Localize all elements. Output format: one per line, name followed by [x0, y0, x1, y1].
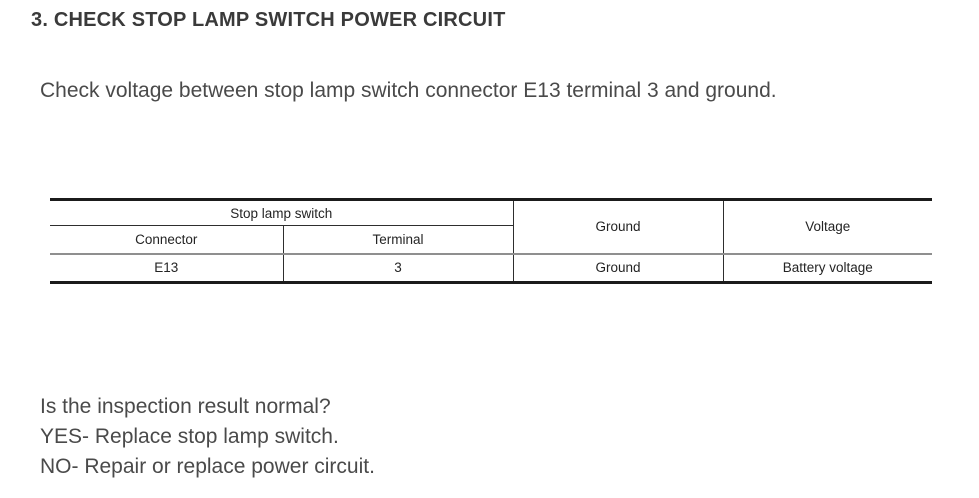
column-header-ground: Ground — [513, 199, 724, 254]
table-header-row-1: Stop lamp switch Ground Voltage — [50, 199, 932, 254]
instruction-text: Check voltage between stop lamp switch c… — [40, 79, 777, 102]
column-header-voltage: Voltage — [805, 219, 851, 235]
column-header-terminal: Terminal — [283, 225, 514, 254]
inspection-question: Is the inspection result normal? — [40, 395, 331, 418]
no-action: NO- Repair or replace power circuit. — [40, 455, 375, 478]
table-header-row-2: Connector Terminal — [50, 225, 932, 254]
cell-terminal-value: 3 — [283, 252, 514, 283]
cell-voltage-value: Battery voltage — [723, 252, 933, 283]
cell-ground-value: Ground — [513, 252, 724, 283]
group-header-stop-lamp-switch: Stop lamp switch — [50, 199, 514, 226]
column-header-connector: Connector — [50, 225, 284, 254]
yes-action: YES- Replace stop lamp switch. — [40, 425, 339, 448]
inspection-result-block: Is the inspection result normal? YES- Re… — [40, 392, 375, 482]
voltage-spec-table: Stop lamp switch Ground Voltage Connecto… — [50, 198, 933, 284]
cell-connector-value: E13 — [50, 252, 284, 283]
table-data-row: E13 3 Ground Battery voltage — [50, 252, 933, 283]
step-heading: 3. CHECK STOP LAMP SWITCH POWER CIRCUIT — [31, 9, 506, 31]
